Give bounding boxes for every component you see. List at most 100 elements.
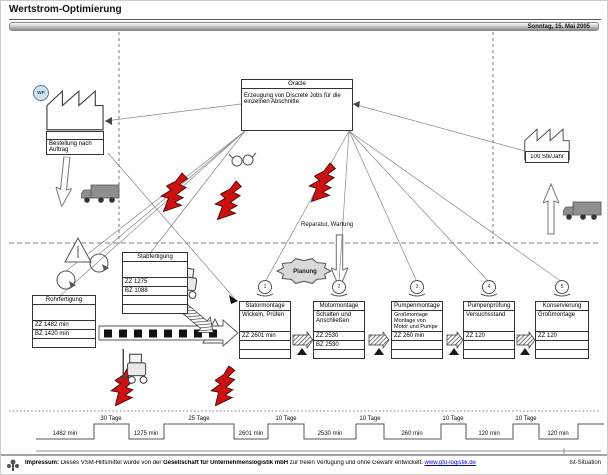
go-see-glasses-icon bbox=[228, 152, 257, 167]
process-row bbox=[536, 349, 588, 358]
process-title: Pumpenmontage bbox=[392, 302, 442, 311]
process-row: ZZ 260 min bbox=[392, 331, 442, 340]
status-label: Ist-Situation bbox=[569, 460, 601, 466]
operator-count: 2 bbox=[337, 284, 341, 290]
process-row bbox=[240, 340, 290, 349]
kaizen-bolt-icon bbox=[153, 169, 197, 219]
process-row bbox=[240, 349, 290, 358]
process-title: Pumpenprüfung bbox=[464, 302, 514, 311]
title-bar: Sonntag, 15. Mai 2005 bbox=[9, 22, 599, 31]
footer-impressum: Impressum: Dieses VSM-Hilfsmittel wurde … bbox=[25, 460, 565, 466]
outbound-arrow-icon bbox=[543, 183, 559, 235]
supplier-order-box: Bestellung nach Auftrag bbox=[46, 131, 104, 155]
kaizen-bolt-icon bbox=[207, 177, 251, 227]
outbound-truck-icon bbox=[563, 201, 602, 221]
timeline-wait-label: 30 Tage bbox=[100, 416, 122, 422]
impressum-label: Impressum: bbox=[25, 460, 60, 466]
process-box-rohrfertigung: Rohrfertigung ZZ 1482 min BZ 1420 min bbox=[32, 295, 96, 348]
process-row bbox=[123, 304, 187, 313]
control-box-body: Erzeugung von Discrete Jobs für die einz… bbox=[244, 93, 341, 105]
supplier-order-label: Bestellung nach Auftrag bbox=[49, 141, 92, 153]
process-box-motormontage: Motormontage Schalten und Anschließen ZZ… bbox=[313, 301, 365, 359]
process-box-statormontage: Statormontage Wickeln, Prüfen ZZ 2601 mi… bbox=[239, 301, 291, 359]
arrowhead bbox=[353, 101, 360, 108]
arrowhead bbox=[229, 295, 238, 304]
customer-demand-box: 100 Stk/Jahr bbox=[525, 151, 569, 163]
process-row: ZZ 2530 bbox=[314, 331, 364, 340]
timeline-wait-label: 25 Tage bbox=[188, 416, 210, 422]
process-body bbox=[33, 305, 95, 320]
arrowhead bbox=[105, 117, 112, 125]
process-row: ZZ 120 bbox=[536, 331, 588, 340]
timeline-wait-label: 10 Tage bbox=[515, 416, 537, 422]
planning-burst-icon bbox=[275, 258, 333, 284]
forklift-icon bbox=[119, 348, 148, 385]
operator-count: 3 bbox=[415, 284, 419, 290]
process-row bbox=[392, 349, 442, 358]
process-row: ZZ 1275 bbox=[123, 277, 187, 286]
kaizen-bolt-icon bbox=[205, 363, 245, 412]
timeline-process-label: 260 min bbox=[401, 431, 423, 437]
page-title: Wertstrom-Optimierung bbox=[9, 4, 122, 15]
kanban-circle-icon bbox=[56, 253, 109, 290]
impressum-link[interactable]: www.gfu-logistik.de bbox=[424, 460, 476, 466]
wp-badge-label: WP bbox=[37, 90, 45, 96]
operator-count: 5 bbox=[560, 284, 564, 290]
control-box: Oracle Erzeugung von Discrete Jobs für d… bbox=[241, 79, 353, 131]
process-title: Statormontage bbox=[240, 302, 290, 311]
process-box-stabfertigung: Stabfertigung ZZ 1275 BZ 1088 bbox=[122, 252, 188, 314]
process-body: Großmontage bbox=[538, 312, 576, 318]
supplier-factory-icon bbox=[46, 90, 104, 131]
timeline-process-label: 2601 min bbox=[238, 431, 264, 437]
process-row bbox=[392, 340, 442, 349]
inbound-arrow-icon bbox=[53, 156, 75, 208]
timeline-process-label: 2530 min bbox=[317, 431, 343, 437]
customer-demand-label: 100 Stk/Jahr bbox=[530, 154, 564, 160]
process-box-konservierung: Konservierung Großmontage ZZ 120 bbox=[535, 301, 589, 359]
date-label: Sonntag, 15. Mai 2005 bbox=[527, 24, 590, 30]
timeline-wait-label: 10 Tage bbox=[442, 416, 464, 422]
inbound-truck-icon bbox=[81, 184, 120, 204]
impressum-text-1: Dieses VSM-Hilfsmittel wurde von der bbox=[60, 460, 162, 466]
process-row bbox=[123, 295, 187, 304]
control-box-title: Oracle bbox=[242, 80, 352, 89]
timeline-process-label: 120 min bbox=[547, 431, 569, 437]
process-row: ZZ 1482 min bbox=[33, 320, 95, 329]
process-body: Schalten und Anschließen bbox=[316, 312, 352, 324]
timeline-process-label: 1275 min bbox=[133, 431, 159, 437]
process-box-pumpenpruefung: Pumpenprüfung Versuchsstand ZZ 120 bbox=[463, 301, 515, 359]
process-row: ZZ 120 bbox=[464, 331, 514, 340]
process-row: ZZ 2601 min bbox=[240, 331, 290, 340]
process-row bbox=[464, 340, 514, 349]
info-logo-icon bbox=[7, 459, 19, 471]
repair-label: Reparatur, Wartung bbox=[301, 222, 354, 228]
process-body: Wickeln, Prüfen bbox=[242, 312, 285, 318]
timeline-wait-label: 10 Tage bbox=[359, 416, 381, 422]
process-body: Versuchsstand bbox=[466, 312, 506, 318]
planning-label: Planung bbox=[293, 269, 317, 275]
lead-time-timeline bbox=[36, 423, 604, 440]
inventory-marker-icon bbox=[297, 348, 530, 355]
wp-badge-icon bbox=[33, 85, 49, 101]
timeline-process-label: 120 min bbox=[478, 431, 500, 437]
process-row bbox=[536, 340, 588, 349]
process-title: Rohrfertigung bbox=[33, 296, 95, 305]
process-row: BZ 2530 bbox=[314, 340, 364, 349]
impressum-text-2: zur freien Verfügung und ohne Gewähr ent… bbox=[289, 460, 423, 466]
operator-count: 4 bbox=[487, 284, 491, 290]
process-title: Konservierung bbox=[536, 302, 588, 311]
zone-separators bbox=[9, 32, 601, 412]
process-title: Stabfertigung bbox=[123, 253, 187, 262]
process-row bbox=[33, 338, 95, 347]
timeline-wait-label: 10 Tage bbox=[275, 416, 297, 422]
process-title: Motormontage bbox=[314, 302, 364, 311]
process-row bbox=[464, 349, 514, 358]
push-arrow-icon bbox=[292, 330, 536, 350]
process-row: BZ 1420 min bbox=[33, 329, 95, 338]
timeline-process-label: 1482 min bbox=[52, 431, 78, 437]
process-row: BZ 1088 bbox=[123, 286, 187, 295]
process-box-pumpenmontage: Pumpenmontage Großmontage Montage von Mo… bbox=[391, 301, 443, 359]
kaizen-bolt-icon bbox=[301, 159, 345, 209]
